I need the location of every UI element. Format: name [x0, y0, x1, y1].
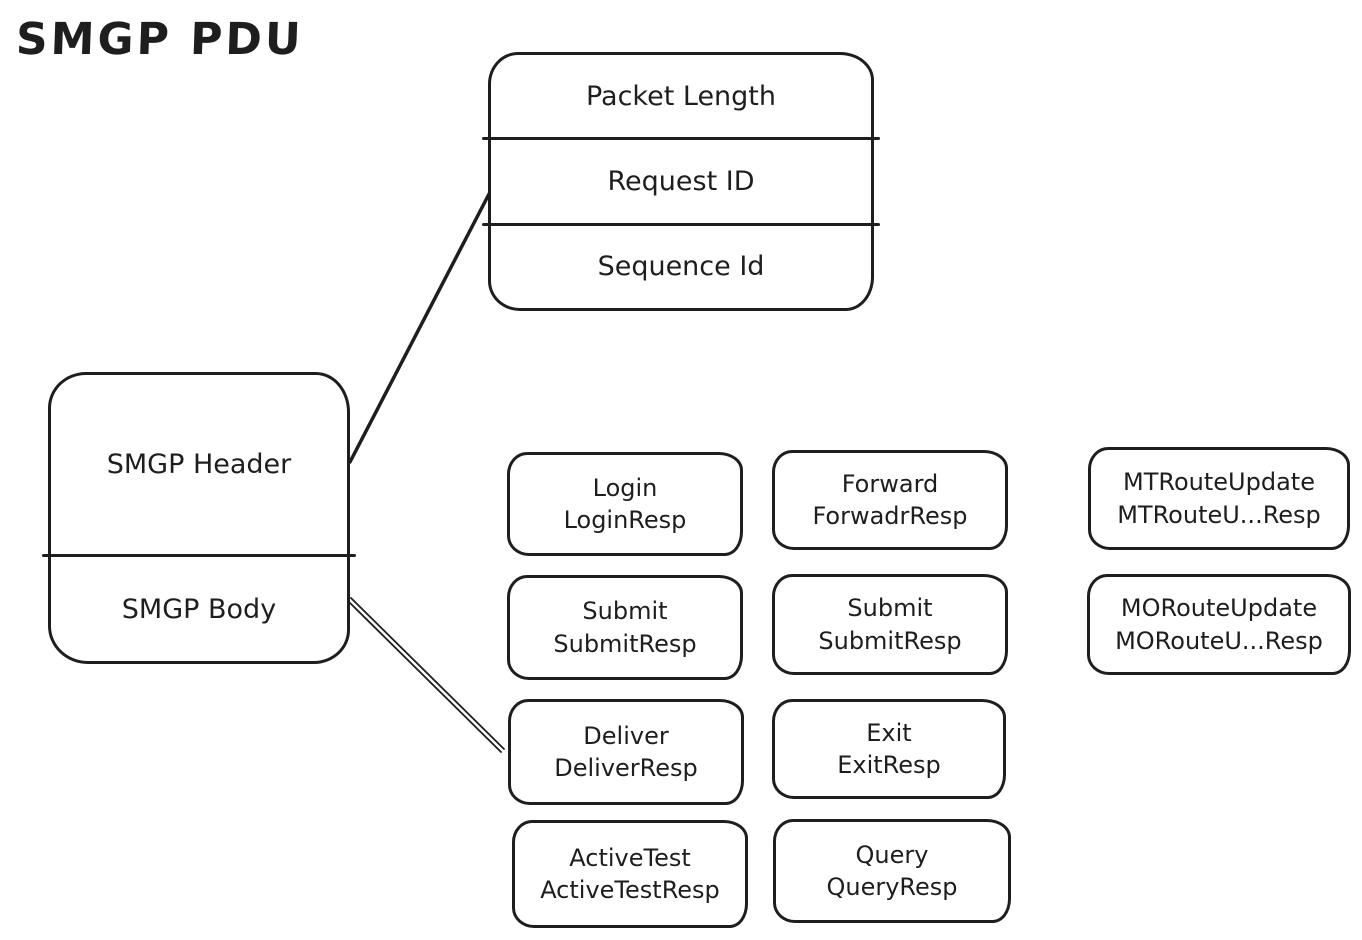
message-box-submit-2: Submit SubmitResp — [772, 574, 1008, 675]
connector-body-to-deliver-stroke1 — [347, 600, 502, 753]
message-response-label: SubmitResp — [553, 629, 697, 658]
message-request-label: Forward — [841, 469, 939, 498]
smgp-pdu-box: SMGP Header SMGP Body — [42, 372, 356, 664]
message-request-label: Exit — [866, 718, 912, 747]
message-response-label: SubmitResp — [818, 626, 962, 655]
field-label-sequence-id: Sequence Id — [597, 251, 765, 283]
message-request-label: Submit — [847, 594, 933, 623]
smgp-header-section: SMGP Header — [51, 375, 347, 554]
message-response-label: DeliverResp — [554, 754, 698, 782]
smgp-header-label: SMGP Header — [106, 449, 292, 480]
message-box-exit: Exit ExitResp — [772, 699, 1006, 799]
field-row-request-id: Request ID — [491, 140, 871, 222]
diagram-title: SMGP PDU — [15, 14, 305, 65]
message-response-label: MORouteU...Resp — [1115, 626, 1323, 655]
message-request-label: MORouteUpdate — [1120, 594, 1318, 623]
field-divider-2 — [482, 222, 880, 226]
message-box-query: Query QueryResp — [773, 819, 1011, 923]
message-box-mtrouteupdate: MTRouteUpdate MTRouteU...Resp — [1088, 447, 1350, 550]
message-response-label: MTRouteU...Resp — [1117, 500, 1321, 529]
connector-header-to-fields — [348, 192, 491, 464]
message-response-label: LoginResp — [563, 506, 687, 534]
message-response-label: QueryResp — [826, 873, 958, 901]
message-request-label: Login — [592, 473, 658, 502]
message-response-label: ForwadrResp — [812, 502, 968, 530]
message-box-activetest: ActiveTest ActiveTestResp — [512, 820, 748, 928]
connector-body-to-deliver-stroke2 — [350, 597, 505, 750]
smgp-body-label: SMGP Body — [121, 593, 277, 625]
message-response-label: ExitResp — [837, 751, 941, 779]
message-request-label: Query — [855, 840, 929, 869]
message-box-forward: Forward ForwadrResp — [772, 450, 1008, 550]
message-request-label: Deliver — [583, 721, 669, 750]
field-row-sequence-id: Sequence Id — [491, 226, 871, 308]
message-request-label: Submit — [582, 597, 668, 626]
message-box-submit-1: Submit SubmitResp — [507, 575, 743, 680]
message-box-deliver: Deliver DeliverResp — [508, 699, 744, 805]
message-request-label: MTRouteUpdate — [1123, 468, 1315, 497]
field-label-request-id: Request ID — [607, 165, 755, 197]
message-box-login: Login LoginResp — [507, 452, 743, 556]
pdu-divider — [42, 554, 356, 557]
packet-fields-box: Packet Length Request ID Sequence Id — [482, 52, 880, 311]
field-divider-1 — [482, 137, 880, 141]
field-row-packet-length: Packet Length — [491, 55, 871, 137]
smgp-body-section: SMGP Body — [51, 557, 347, 661]
message-box-morouteupdate: MORouteUpdate MORouteU...Resp — [1087, 574, 1351, 675]
field-label-packet-length: Packet Length — [585, 80, 777, 112]
message-response-label: ActiveTestResp — [540, 876, 720, 904]
message-request-label: ActiveTest — [569, 843, 691, 872]
